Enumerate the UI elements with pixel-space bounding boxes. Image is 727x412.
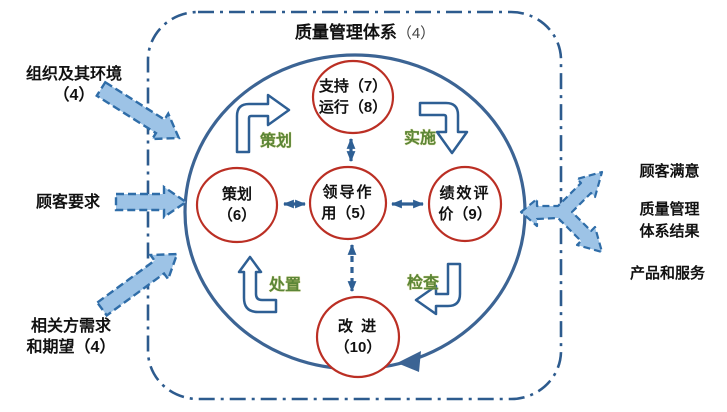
output-branch-arrow: [519, 170, 604, 254]
node-circle-improvement: [315, 295, 401, 379]
pdca-label-do: 实施: [403, 130, 436, 147]
diagram-title-clause: （4）: [396, 25, 436, 42]
pdca-do-arrow-icon: [418, 101, 469, 155]
node-label-planning: 策划 （6）: [217, 186, 257, 224]
node-label-improvement: 改 进 （10）: [334, 318, 382, 356]
node-label-support-operation: 支持（7） 运行（8）: [318, 78, 388, 116]
input-arrow-stakeholder-needs: [95, 252, 179, 318]
node-circle-leadership: [308, 165, 388, 241]
node-label-performance-evaluation: 绩效评 价（9）: [438, 185, 492, 223]
pdca-label-check: 检查: [406, 275, 439, 292]
pdca-plan-arrow-icon: [235, 93, 291, 154]
node-circle-performance-evaluation: [427, 165, 503, 243]
output-label-products-services: 产品和服务: [629, 265, 705, 282]
pdca-check-arrow-icon: [414, 262, 462, 316]
pdca-label-plan: 策划: [259, 133, 292, 150]
cycle-arrowhead-icon: [397, 351, 421, 372]
input-arrow-context: [95, 80, 181, 141]
diagram-title-main: 质量管理体系: [294, 23, 397, 42]
output-label-qms-results: 质量管理 体系结果: [639, 201, 700, 240]
input-label-stakeholder-needs: 相关方需求 和期望（4）: [26, 318, 116, 356]
node-label-leadership: 领导作 用（5）: [321, 184, 375, 222]
input-label-context: 组织及其环境 （4）: [25, 66, 122, 104]
input-arrow-customer-requirements: [114, 184, 189, 220]
pdca-act-arrow-icon: [237, 255, 278, 314]
diagram-title: 质量管理体系（4）: [280, 22, 450, 44]
node-circle-planning: [195, 166, 279, 244]
node-circle-support-operation: [311, 59, 395, 135]
pdca-label-act: 处置: [268, 277, 301, 294]
input-label-customer-requirements: 顾客要求: [35, 194, 100, 211]
output-label-customer-satisfaction: 顾客满意: [639, 163, 700, 180]
